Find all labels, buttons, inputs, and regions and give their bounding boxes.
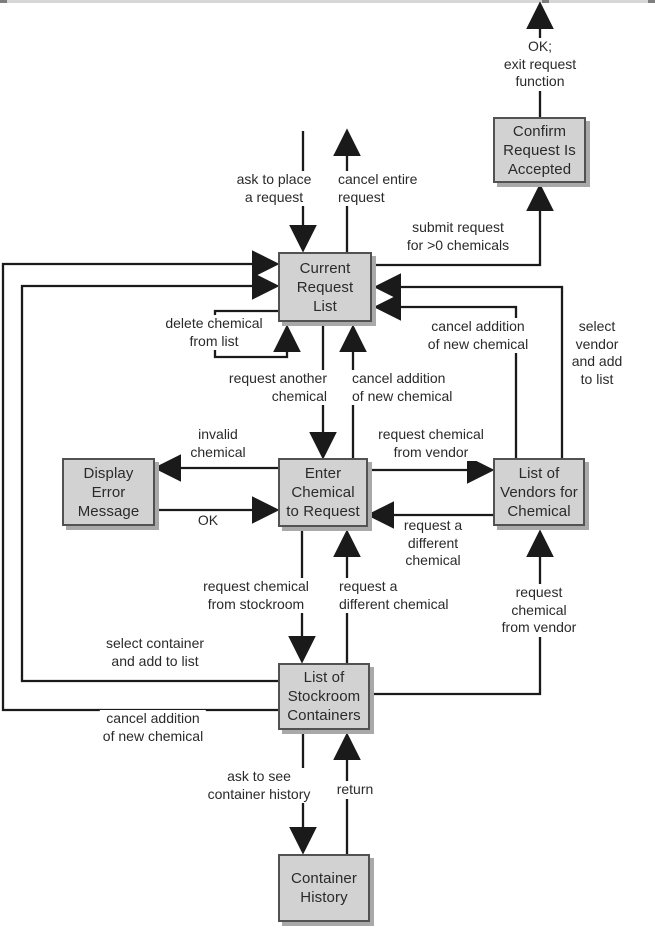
edge-select-container-add-to-list (20, 272, 280, 683)
border-mark (648, 0, 655, 3)
state-confirm-request-is-accepted: Confirm Request Is Accepted (493, 117, 586, 183)
edge-cancel-addition-from-vendors (373, 293, 518, 458)
label-cancel-entire-request: cancel entire request (335, 171, 421, 206)
label-request-chemical-from-vendor: request chemical from vendor (375, 426, 487, 461)
edge-select-vendor-add-to-list (373, 273, 564, 458)
label-select-container-add-to-list: select container and add to list (102, 635, 208, 670)
edge-submit-request (372, 183, 554, 267)
label-cancel-addition-bottom: cancel addition of new chemical (99, 710, 207, 745)
label-cancel-addition-mid: cancel addition of new chemical (349, 370, 456, 405)
label-return: return (333, 781, 377, 799)
state-enter-chemical-to-request: Enter Chemical to Request (278, 458, 368, 527)
label-submit-request: submit request for >0 chemicals (403, 219, 513, 254)
label-request-chemical-from-vendor-bottom: request chemical from vendor (498, 584, 580, 637)
label-invalid-chemical: invalid chemical (187, 426, 249, 461)
label-delete-chemical-from-list: delete chemical from list (162, 315, 266, 350)
state-list-of-stockroom-containers: List of Stockroom Containers (278, 663, 370, 730)
label-ask-to-see-container-history: ask to see container history (204, 768, 314, 803)
label-request-chemical-from-stockroom: request chemical from stockroom (200, 578, 312, 613)
label-cancel-addition-right: cancel addition of new chemical (424, 318, 532, 353)
label-request-another-chemical: request another chemical (225, 370, 330, 405)
label-request-a-different-chemical-right: request a different chemical (400, 517, 466, 570)
state-current-request-list: Current Request List (278, 252, 372, 322)
label-ok-exit-request-function: OK; exit request function (500, 38, 580, 91)
label-ok: OK (194, 512, 222, 530)
label-request-a-different-chemical-mid: request a different chemical (336, 578, 452, 613)
edge-delete-chemical-loop (213, 309, 301, 359)
label-ask-to-place-a-request: ask to place a request (233, 171, 315, 206)
state-display-error-message: Display Error Message (62, 458, 155, 526)
border-mark (0, 0, 7, 3)
state-container-history: Container History (278, 854, 370, 922)
state-list-of-vendors-for-chemical: List of Vendors for Chemical (493, 458, 585, 526)
label-select-vendor-add-to-list: select vendor and add to list (568, 318, 626, 388)
